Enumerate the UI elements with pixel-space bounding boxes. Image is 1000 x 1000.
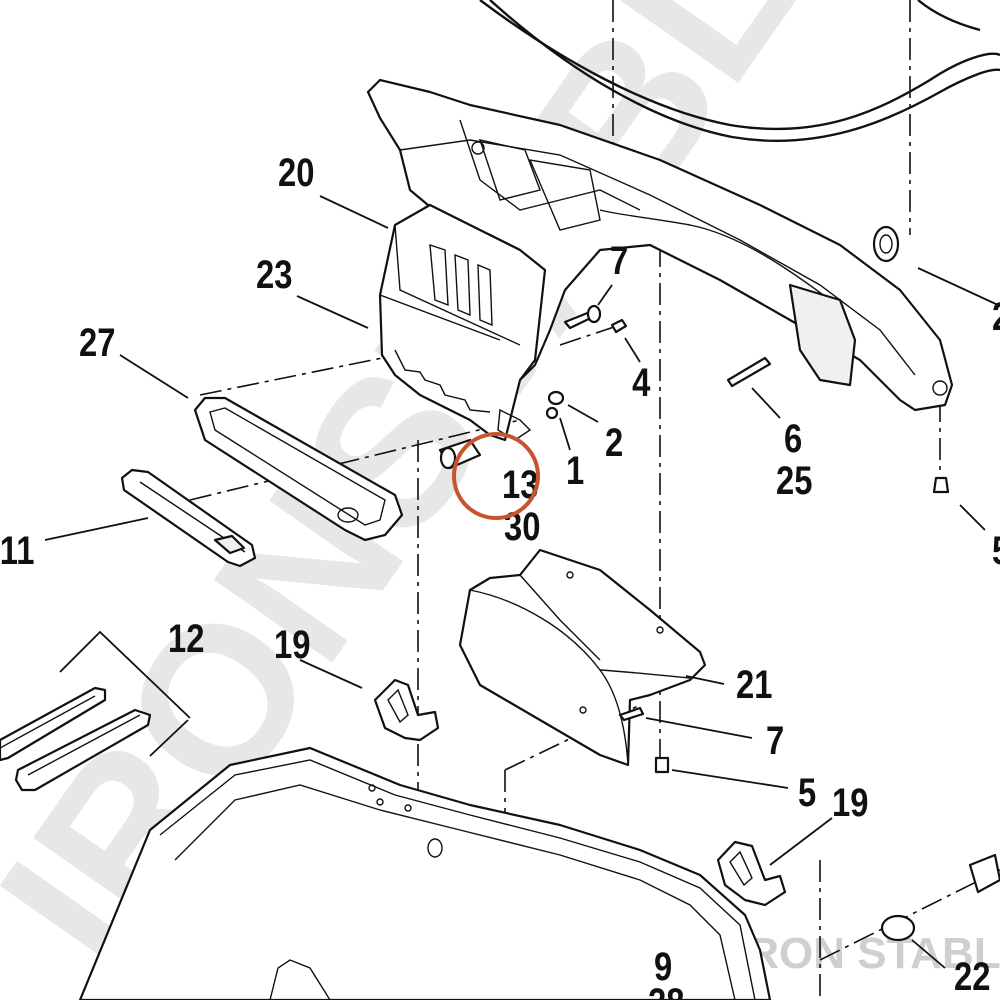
watermark-corner: IRON STABLE bbox=[735, 929, 1000, 978]
callout-1: 1 bbox=[566, 448, 584, 493]
screw-5-right bbox=[932, 476, 950, 494]
callout-12: 12 bbox=[168, 616, 204, 661]
callout-19-right: 19 bbox=[832, 780, 868, 825]
callout-2: 2 bbox=[605, 420, 623, 465]
callout-22: 22 bbox=[954, 954, 990, 999]
callout-20: 20 bbox=[278, 150, 314, 195]
grab-handle-part-19-left bbox=[373, 678, 440, 742]
highlight-circle bbox=[452, 432, 540, 520]
leader-lines bbox=[44, 195, 999, 969]
reflector-strips-part-12 bbox=[0, 686, 152, 792]
screw-6 bbox=[726, 356, 772, 388]
fasteners bbox=[438, 225, 1000, 942]
grommet-22 bbox=[880, 914, 916, 942]
saddlebag-lid bbox=[78, 746, 772, 1000]
screw-7-lower bbox=[618, 706, 645, 722]
callout-9: 9 bbox=[654, 944, 672, 989]
callout-19-left: 19 bbox=[274, 622, 310, 667]
callout-6: 6 bbox=[784, 416, 802, 461]
callout-labels: 20 23 27 11 12 19 7 4 2 1 13 30 6 25 2 5… bbox=[0, 150, 1000, 1000]
top-seal-gasket bbox=[479, 0, 1000, 131]
callout-13: 13 bbox=[502, 462, 538, 507]
screw-4 bbox=[610, 318, 628, 334]
badge-strip-part-11 bbox=[120, 468, 257, 568]
callout-5-lower: 5 bbox=[798, 770, 816, 815]
screw-5-lower bbox=[654, 756, 670, 774]
callout-7-top: 7 bbox=[610, 238, 628, 283]
lower-bracket-part-23 bbox=[378, 203, 547, 442]
callout-23: 23 bbox=[256, 252, 292, 297]
callout-27: 27 bbox=[79, 320, 115, 365]
callout-4: 4 bbox=[632, 360, 651, 405]
callout-28: 28 bbox=[648, 980, 684, 1000]
callout-7-lower: 7 bbox=[766, 718, 784, 763]
callout-21: 21 bbox=[736, 662, 772, 707]
callout-25: 25 bbox=[776, 458, 812, 503]
callout-2-edge: 2 bbox=[992, 294, 1000, 339]
callout-5-right: 5 bbox=[992, 528, 1000, 573]
callout-30: 30 bbox=[504, 504, 540, 549]
callout-11: 11 bbox=[0, 528, 34, 573]
grab-handle-part-19-right bbox=[716, 840, 787, 907]
trim-strip-part-27 bbox=[193, 396, 404, 542]
cover-panel-part-21 bbox=[458, 548, 707, 767]
